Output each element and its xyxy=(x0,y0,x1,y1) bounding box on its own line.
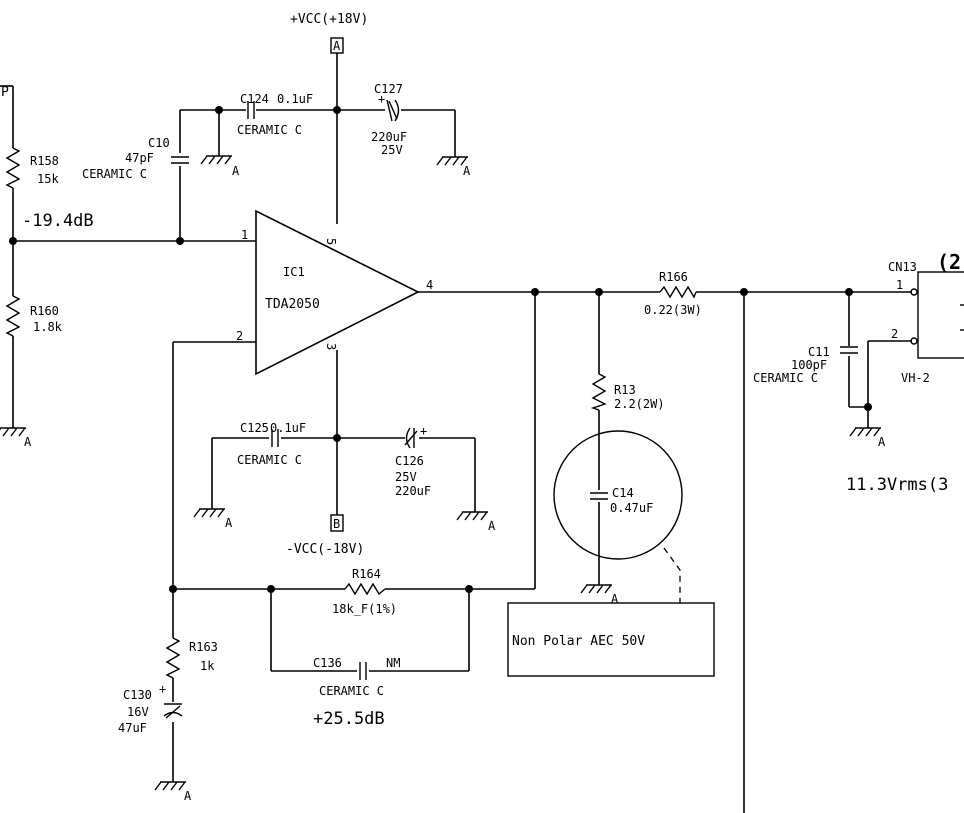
cn13-pin1: 1 xyxy=(896,278,903,292)
output-level-label: 11.3Vrms(3 xyxy=(846,475,948,495)
r163-value: 1k xyxy=(200,659,215,673)
vcc-positive-port-letter: A xyxy=(333,39,341,53)
c130-capacitor: C130 + 16V 47uF xyxy=(118,682,183,735)
cn13-connector: CN13 (2 1 2 VH-2 xyxy=(888,250,964,385)
c14-callout: Non Polar AEC 50V xyxy=(507,430,715,677)
input-gain-label: -19.4dB xyxy=(22,211,94,231)
c136-capacitor: C136 NM CERAMIC C xyxy=(313,656,400,698)
ground-label: A xyxy=(225,516,233,530)
c136-value: NM xyxy=(386,656,400,670)
ic1-pin4: 4 xyxy=(426,278,433,292)
r163-resistor: R163 1k xyxy=(165,637,218,679)
c126-voltage: 25V xyxy=(395,470,417,484)
cn13-pin2: 2 xyxy=(891,327,898,341)
c126-value: 220uF xyxy=(395,484,431,498)
ic1-amplifier: IC1 TDA2050 1 2 4 5 3 xyxy=(236,209,433,376)
cn13-corner-label: (2 xyxy=(937,250,961,274)
vcc-positive-label: +VCC(+18V) xyxy=(290,12,368,27)
c124-type: CERAMIC C xyxy=(237,123,302,137)
r13-ref: R13 xyxy=(614,383,636,397)
c130-value: 47uF xyxy=(118,721,147,735)
r164-resistor: R164 18k_F(1%) xyxy=(332,567,397,616)
r158-resistor: R158 15k xyxy=(5,147,59,189)
c124-ref: C124 xyxy=(240,92,269,106)
vcc-positive-port: +VCC(+18V) A xyxy=(290,12,368,54)
ground-label: A xyxy=(184,789,192,803)
c11-ref: C11 xyxy=(808,345,830,359)
ic1-part: TDA2050 xyxy=(265,297,320,312)
c125-value: 0.1uF xyxy=(270,421,306,435)
c10-ref: C10 xyxy=(148,136,170,150)
callout-text: Non Polar AEC 50V xyxy=(512,634,645,649)
c127-ref: C127 xyxy=(374,82,403,96)
c125-capacitor: C125 0.1uF CERAMIC C xyxy=(237,421,306,467)
c127-capacitor: + C127 220uF 25V xyxy=(371,82,407,157)
ground-label: A xyxy=(24,435,32,449)
ic1-pin3: 3 xyxy=(324,343,338,350)
wires xyxy=(0,53,912,813)
vcc-negative-port: B -VCC(-18V) xyxy=(286,514,364,557)
c126-capacitor: + C126 25V 220uF xyxy=(395,424,431,498)
cn13-type: VH-2 xyxy=(901,371,930,385)
r164-ref: R164 xyxy=(352,567,381,581)
r160-resistor: R160 1.8k xyxy=(5,295,63,337)
r166-resistor: R166 0.22(3W) xyxy=(644,270,702,317)
c130-polarity: + xyxy=(159,682,166,696)
c14-value: 0.47uF xyxy=(610,501,653,515)
junction-dots xyxy=(9,106,872,593)
ic1-ref: IC1 xyxy=(283,265,305,279)
c127-voltage: 25V xyxy=(381,143,403,157)
r166-ref: R166 xyxy=(659,270,688,284)
c127-value: 220uF xyxy=(371,130,407,144)
c11-value: 100pF xyxy=(791,358,827,372)
r13-resistor: R13 2.2(2W) xyxy=(590,373,665,411)
c130-ref: C130 xyxy=(123,688,152,702)
c14-capacitor: C14 0.47uF xyxy=(590,486,653,515)
c10-value: 47pF xyxy=(125,151,154,165)
ground-label: A xyxy=(463,164,471,178)
c11-type: CERAMIC C xyxy=(753,371,818,385)
r13-value: 2.2(2W) xyxy=(614,397,665,411)
c14-ref: C14 xyxy=(612,486,634,500)
partial-net-label: P xyxy=(1,85,9,100)
c126-ref: C126 xyxy=(395,454,424,468)
c125-ref: C125 xyxy=(240,421,269,435)
vcc-negative-label: -VCC(-18V) xyxy=(286,542,364,557)
c10-capacitor: C10 47pF CERAMIC C xyxy=(82,136,189,181)
r158-ref: R158 xyxy=(30,154,59,168)
c136-type: CERAMIC C xyxy=(319,684,384,698)
ground-label: A xyxy=(878,435,886,449)
ground-label: A xyxy=(611,592,619,606)
ground-label: A xyxy=(232,164,240,178)
r160-ref: R160 xyxy=(30,304,59,318)
c136-ref: C136 xyxy=(313,656,342,670)
c124-value: 0.1uF xyxy=(277,92,313,106)
r164-value: 18k_F(1%) xyxy=(332,602,397,616)
feedback-gain-label: +25.5dB xyxy=(313,709,385,729)
ground-label: A xyxy=(488,519,496,533)
r160-value: 1.8k xyxy=(33,320,63,334)
c125-type: CERAMIC C xyxy=(237,453,302,467)
c130-voltage: 16V xyxy=(127,705,149,719)
ic1-pin1: 1 xyxy=(241,228,248,242)
cn13-ref: CN13 xyxy=(888,260,917,274)
ground-labels: A A A A A A A A xyxy=(24,164,886,803)
c11-capacitor: C11 100pF CERAMIC C xyxy=(753,345,858,385)
ic1-pin5: 5 xyxy=(324,238,338,245)
c124-capacitor: C124 0.1uF CERAMIC C xyxy=(237,92,313,137)
c127-polarity: + xyxy=(378,92,385,106)
ic1-pin2: 2 xyxy=(236,329,243,343)
r158-value: 15k xyxy=(37,172,59,186)
vcc-negative-port-letter: B xyxy=(333,517,340,531)
c10-type: CERAMIC C xyxy=(82,167,147,181)
r166-value: 0.22(3W) xyxy=(644,303,702,317)
r163-ref: R163 xyxy=(189,640,218,654)
c126-polarity: + xyxy=(420,424,427,438)
